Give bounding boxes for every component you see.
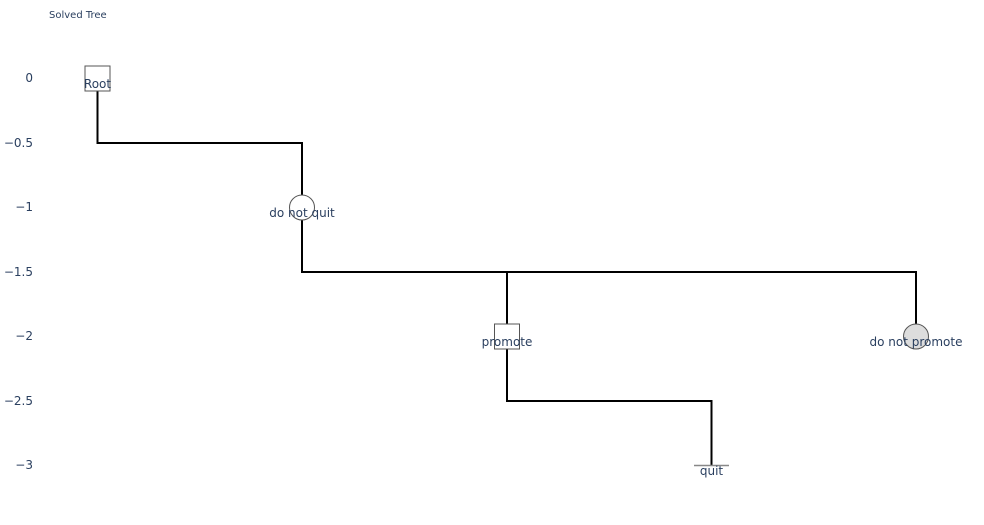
node-label: quit [700,464,724,478]
y-tick: −1.5 [3,265,33,279]
edge-root-do-not-quit [96,91,303,195]
y-tick: −1 [15,200,33,214]
edge-promote-quit [506,349,713,465]
node-promote[interactable]: promote [482,323,533,350]
y-tick: −0.5 [3,136,33,150]
node-label: promote [482,335,533,349]
edges [96,91,917,465]
decision-square-icon [494,323,520,350]
node-do-not-quit[interactable]: do not quit [269,194,335,221]
y-tick: −2.5 [3,394,33,408]
node-root[interactable]: Root [84,65,111,92]
node-do-not-promote[interactable]: do not promote [870,323,963,350]
y-tick: 0 [25,71,33,85]
node-label: do not quit [269,206,335,220]
chance-circle-icon [289,194,315,221]
edge-do-not-quit-do-not-promote [302,271,917,324]
chart-title: Solved Tree [49,10,107,21]
chance-circle-icon [903,323,929,350]
node-quit[interactable]: quit [694,464,729,478]
y-tick: −2 [15,329,33,343]
y-tick: −3 [15,458,33,472]
decision-square-icon [84,65,111,92]
node-label: Root [84,77,111,91]
node-label: do not promote [870,335,963,349]
